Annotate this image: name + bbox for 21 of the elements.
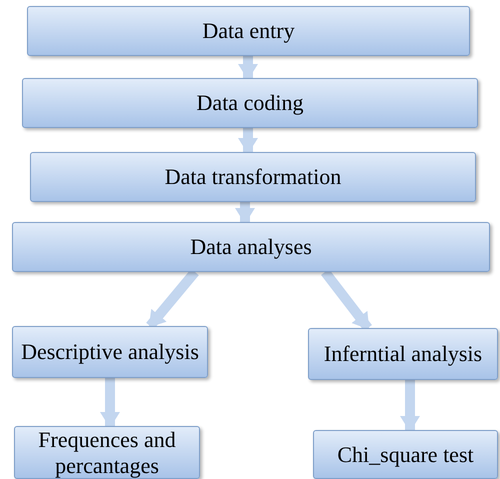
box-label: Data entry: [202, 18, 295, 44]
block-arrow: [100, 378, 120, 428]
box-label: Frequences and percantages: [37, 426, 177, 478]
box-label: Inferntial analysis: [324, 341, 482, 367]
process-box: [22, 78, 478, 128]
process-box: [313, 430, 498, 479]
block-arrow: [238, 56, 258, 80]
process-box: [14, 426, 200, 479]
block-arrow: [400, 380, 420, 432]
box-label: Data coding: [196, 90, 304, 116]
process-box: [27, 6, 470, 56]
process-box: [308, 328, 498, 380]
process-box: [12, 326, 208, 378]
box-label: Data transformation: [164, 164, 342, 190]
box-label: Chi_square test: [337, 442, 474, 468]
process-box: [30, 152, 476, 202]
box-label: Descriptive analysis: [21, 339, 199, 365]
block-arrow: [238, 128, 258, 154]
block-arrow: [235, 202, 255, 224]
process-box: [12, 222, 490, 272]
box-label: Data analyses: [190, 234, 312, 260]
